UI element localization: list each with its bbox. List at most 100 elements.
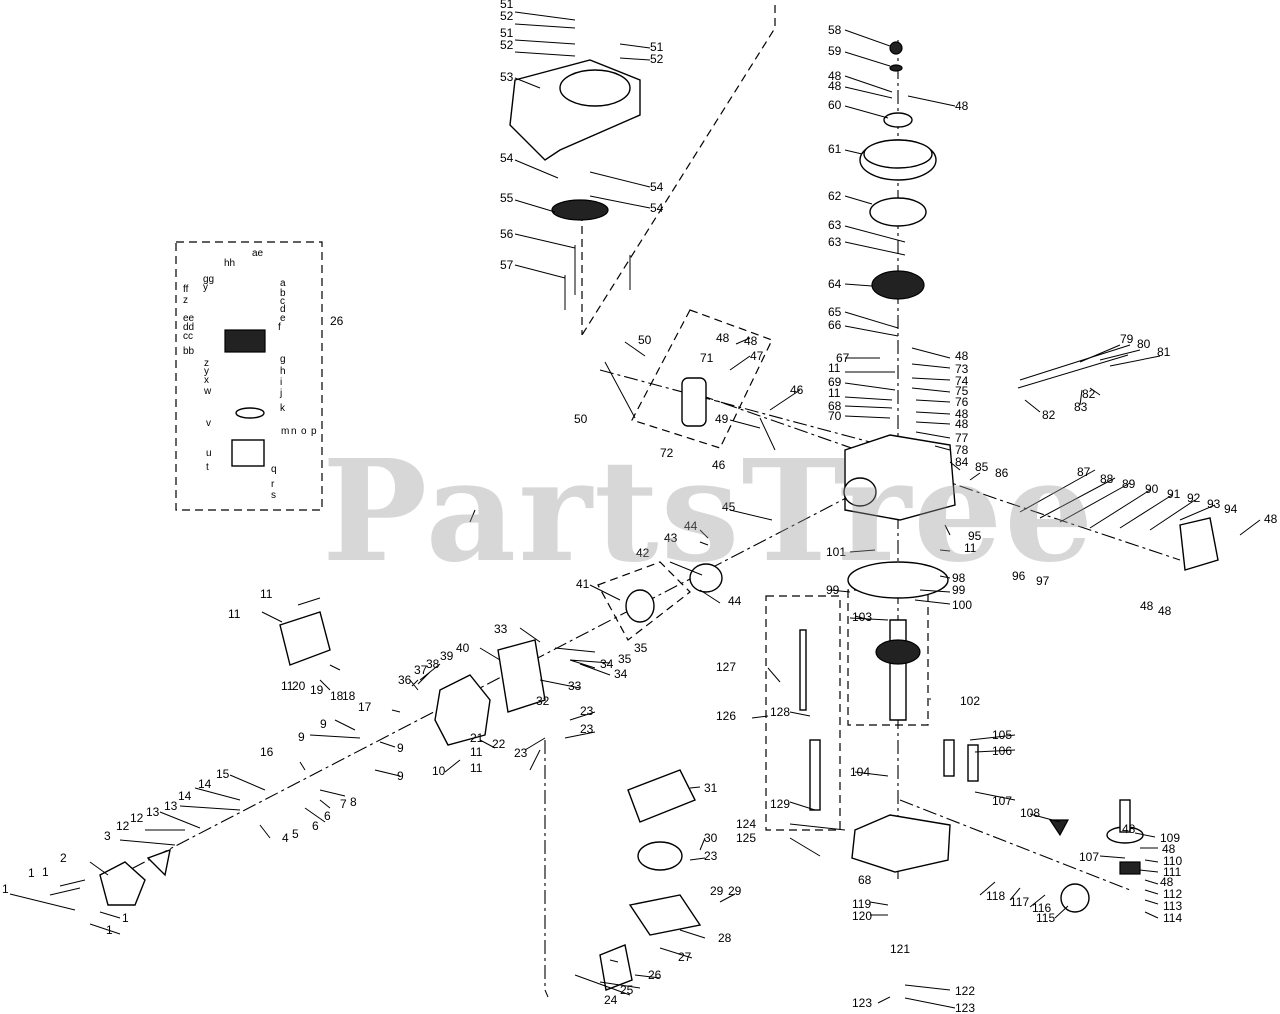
callout-c62: 62: [828, 189, 842, 203]
oil-filter: [1060, 883, 1090, 913]
callout-c13a: 13: [146, 805, 160, 819]
callout-c14a: 14: [178, 789, 192, 803]
callout-c26b: 26: [648, 968, 662, 982]
callout-c106: 106: [992, 744, 1012, 758]
callout-c123b: 123: [955, 1001, 975, 1014]
callout-c11h: 11: [964, 541, 977, 555]
callout-c12a: 12: [116, 819, 130, 833]
callout-c48c: 48: [828, 69, 842, 83]
callout-c40: 40: [456, 641, 470, 655]
callout-c14b: 14: [198, 777, 212, 791]
head-gasket: [497, 639, 546, 713]
callout-c52b: 52: [500, 38, 514, 52]
callout-c9b: 9: [298, 730, 305, 744]
callout-c80: 80: [1137, 337, 1151, 351]
callout-c61: 61: [828, 142, 842, 156]
carb-callout-v: v: [206, 418, 211, 429]
carb-callout-w: w: [203, 386, 212, 397]
callout-c48n: 48: [1122, 822, 1136, 836]
callout-c71: 71: [700, 351, 714, 365]
carb-callout-m: m: [281, 426, 289, 437]
leader-lines: [9, 11, 1261, 1009]
callout-c29a: 29: [710, 884, 724, 898]
callout-c108: 108: [1020, 806, 1040, 820]
callout-c119: 119: [852, 897, 871, 911]
callout-c19: 19: [310, 683, 324, 697]
grass-screen: [551, 199, 609, 221]
carburetor: [599, 944, 633, 991]
callout-c121: 121: [890, 942, 910, 956]
carb-callout-u: u: [206, 448, 212, 459]
callout-c58: 58: [828, 23, 842, 37]
callout-c122: 122: [955, 984, 975, 998]
dipstick-tube: [809, 739, 821, 811]
callout-c5: 5: [292, 827, 299, 841]
carb-callout-x: x: [204, 375, 209, 386]
carb-body-detail: [224, 329, 266, 353]
callout-c39: 39: [440, 649, 454, 663]
air-filter-cover: [627, 769, 696, 823]
callout-c129: 129: [770, 797, 790, 811]
callout-c35a: 35: [618, 652, 632, 666]
callout-c48l: 48: [1162, 842, 1176, 856]
callout-c105: 105: [992, 728, 1012, 742]
carb-gasket-detail: [235, 407, 265, 419]
callout-c87: 87: [1077, 465, 1091, 479]
engine-parts: [99, 41, 1219, 991]
callout-c46b: 46: [712, 458, 726, 472]
callout-c51c: 51: [650, 40, 664, 54]
callout-c82a: 82: [1042, 408, 1056, 422]
callout-c126: 126: [716, 709, 736, 723]
callout-c116: 116: [1032, 901, 1051, 915]
carb-callout-z1: z: [183, 295, 188, 306]
callout-c48h: 48: [955, 417, 969, 431]
callout-c51b: 51: [500, 26, 514, 40]
callout-c18b: 18: [342, 689, 356, 703]
callout-c48f: 48: [955, 349, 969, 363]
callout-c55: 55: [500, 191, 514, 205]
callout-c18a: 18: [330, 689, 344, 703]
callout-c90: 90: [1145, 482, 1159, 496]
muffler-gasket: [146, 848, 171, 877]
callout-c11c: 11: [281, 679, 294, 693]
callout-c84: 84: [955, 455, 969, 469]
callout-c103: 103: [852, 610, 872, 624]
callout-c115: 115: [1036, 911, 1055, 925]
callout-c1a: 1: [2, 882, 9, 896]
cam-follower-b: [967, 744, 979, 782]
callout-c56: 56: [500, 227, 514, 241]
carb-callout-k: k: [280, 403, 286, 414]
callout-c10: 10: [432, 764, 446, 778]
callout-c51a: 51: [500, 0, 514, 11]
carb-callout-h: h: [280, 366, 286, 377]
callout-c48g: 48: [955, 407, 969, 421]
control-bracket: [1179, 517, 1219, 571]
callout-c38: 38: [426, 657, 440, 671]
callout-c68b: 68: [858, 873, 872, 887]
carb-callout-bb: bb: [183, 346, 195, 357]
callout-c11a: 11: [260, 587, 273, 601]
callout-c107b: 107: [1079, 850, 1099, 864]
starter-motor: [681, 377, 707, 427]
callout-c60: 60: [828, 98, 842, 112]
callout-c109: 109: [1160, 831, 1180, 845]
throttle-rod: [1017, 344, 1131, 389]
callout-c44b: 44: [728, 594, 742, 608]
callout-c1d: 1: [122, 911, 129, 925]
callout-c48k: 48: [1158, 604, 1172, 618]
callout-c74: 74: [955, 374, 969, 388]
piston-rings: [625, 589, 655, 623]
callout-c99b: 99: [952, 583, 966, 597]
callout-c125: 125: [736, 831, 756, 845]
callout-c8: 8: [350, 795, 357, 809]
callout-c34a: 34: [600, 657, 614, 671]
callout-c66: 66: [828, 318, 842, 332]
callout-c11g: 11: [828, 386, 841, 400]
callout-c25: 25: [620, 983, 634, 997]
callout-c49: 49: [715, 412, 729, 426]
callout-c93: 93: [1207, 497, 1221, 511]
callout-c57: 57: [500, 258, 514, 272]
callout-c6b: 6: [324, 809, 331, 823]
